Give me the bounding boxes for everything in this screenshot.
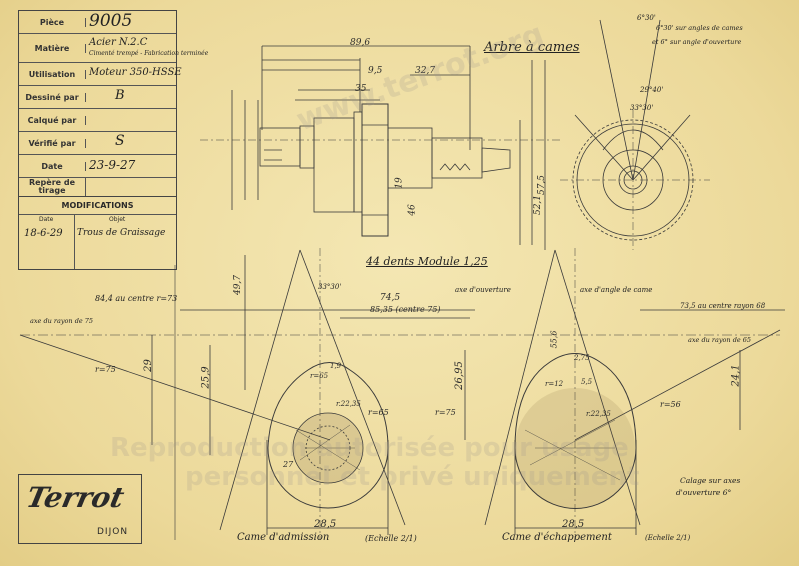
cam-end-view [560, 19, 710, 250]
dim-26-95: 26,95 [453, 361, 465, 390]
dim-r75b: r=75 [435, 408, 456, 417]
dim-55-6: 55,6 [549, 330, 559, 349]
dim-r65b: r=65 [310, 372, 329, 380]
dim-r56: r=56 [660, 400, 681, 409]
dim-r65: r=65 [368, 408, 389, 417]
centre-73: 84,4 au centre r=73 [95, 294, 178, 303]
dim-74-5: 74,5 [380, 293, 401, 303]
camshaft-profile [200, 45, 560, 250]
gear-note: 44 dents Module 1,25 [366, 255, 488, 268]
dim-24-1: 24,1 [730, 364, 742, 387]
dim-5-5: 5,5 [581, 378, 593, 386]
matiere-value: Acier N.2.C [89, 37, 148, 48]
matiere-row: Matière Acier N.2.C Cimenté trempé - Fab… [19, 34, 208, 63]
date-label: Date [19, 162, 86, 171]
watermark-line-2: personnel et privé uniquement [185, 462, 640, 492]
brand-logo: Terrot [23, 481, 128, 514]
dim-9-5: 9,5 [368, 66, 383, 76]
dim-85-35: 85,35 (centre 75) [370, 305, 441, 314]
dessine-value: B [115, 88, 125, 103]
mod-date-header: Date [39, 216, 54, 223]
drawing-title: Arbre à cames [484, 40, 580, 55]
dim-49-7: 49,7 [233, 274, 244, 296]
angle-2940: 29°40' [640, 86, 664, 94]
axe-rayon-75: axe du rayon de 75 [30, 317, 94, 325]
dim-25-9: 25,9 [200, 366, 212, 389]
verifie-value: S [115, 133, 125, 149]
cam-admission-scale: (Echelle 2/1) [365, 534, 417, 543]
dim-52-1: 52,1 [533, 194, 544, 216]
angle-3330-b: 33°30' [318, 283, 342, 291]
dim-19: 19 [394, 177, 405, 189]
verifie-label: Vérifié par [19, 139, 86, 148]
brand-city: DIJON [97, 527, 129, 537]
utilisation-label: Utilisation [19, 70, 86, 79]
matiere-label: Matière [19, 44, 86, 53]
logo-block: Terrot DIJON [18, 474, 142, 544]
dim-1-9: 1,9 [330, 362, 342, 370]
angle-3330: 33°30' [630, 104, 654, 112]
dim-28-5-a: 28,5 [314, 519, 337, 530]
dim-r12: r=12 [545, 380, 564, 388]
date-value: 23-9-27 [89, 158, 136, 172]
dim-89-6: 89,6 [350, 38, 371, 48]
calage-note-1: Calage sur axes [680, 476, 741, 485]
dessine-row: Dessiné par B [19, 86, 176, 109]
dim-2-75: 2,75 [574, 354, 590, 362]
top-right-note-2: et 6° sur angle d'ouverture [652, 38, 742, 46]
modifications-block: MODIFICATIONS Date Objet 18-6-29 Trous d… [18, 196, 177, 270]
watermark-line-1: Reproduction autorisée pour usage [110, 433, 629, 463]
dim-r22: r.22,35 [586, 410, 611, 418]
piece-row: Pièce 9005 [19, 11, 176, 34]
cam-echappement-scale: (Echelle 2/1) [645, 534, 691, 542]
dim-35: 35 [355, 84, 367, 94]
calque-label: Calqué par [19, 116, 86, 125]
reperes-row: Repère de tirage [19, 178, 86, 196]
cam-admission-label: Came d'admission [237, 532, 330, 543]
dim-28-5-b: 28,5 [562, 519, 585, 530]
mod-objet-header: Objet [109, 216, 126, 223]
cam-echappement-label: Came d'échappement [502, 532, 612, 543]
top-right-note-1: 6°30' sur angles de cames [656, 24, 743, 32]
calage-note-2: d'ouverture 6° [676, 488, 732, 497]
matiere-note: Cimenté trempé - Fabrication terminée [89, 50, 209, 57]
modifications-title: MODIFICATIONS [61, 201, 134, 210]
utilisation-value: Moteur 350-HSSE [89, 67, 182, 78]
piece-value: 9005 [89, 11, 133, 31]
mod-date-value: 18-6-29 [24, 228, 63, 239]
axis-lines [19, 248, 785, 540]
piece-label: Pièce [19, 18, 86, 27]
axe-rayon-65: axe du rayon de 65 [688, 336, 752, 344]
title-block: Pièce 9005 Matière Acier N.2.C Cimenté t… [18, 10, 208, 197]
verifie-row: Vérifié par S [19, 132, 176, 155]
reperes-label: Repère de tirage [28, 178, 76, 195]
dim-27: 27 [283, 460, 294, 469]
exhaust-cam [514, 353, 637, 509]
dim-57-5: 57,5 [537, 174, 548, 196]
mod-objet-value: Trous de Graissage [77, 228, 166, 238]
admission-cam [267, 362, 389, 509]
date-row: Date 23-9-27 [19, 155, 176, 178]
dim-29: 29 [142, 359, 154, 372]
dim-r35: r.22,35 [336, 400, 361, 408]
dim-r75: r=75 [95, 365, 116, 374]
angle-630: 6°30' [637, 14, 656, 22]
dim-32-7: 32,7 [415, 66, 436, 76]
axe-angle-came: axe d'angle de came [580, 286, 653, 294]
axe-ouverture: axe d'ouverture [455, 286, 511, 294]
calque-row: Calqué par [19, 109, 176, 132]
dessine-label: Dessiné par [19, 93, 86, 102]
centre-68: 73,5 au centre rayon 68 [680, 302, 766, 310]
utilisation-row: Utilisation Moteur 350-HSSE [19, 63, 182, 86]
dim-46: 46 [407, 204, 418, 216]
